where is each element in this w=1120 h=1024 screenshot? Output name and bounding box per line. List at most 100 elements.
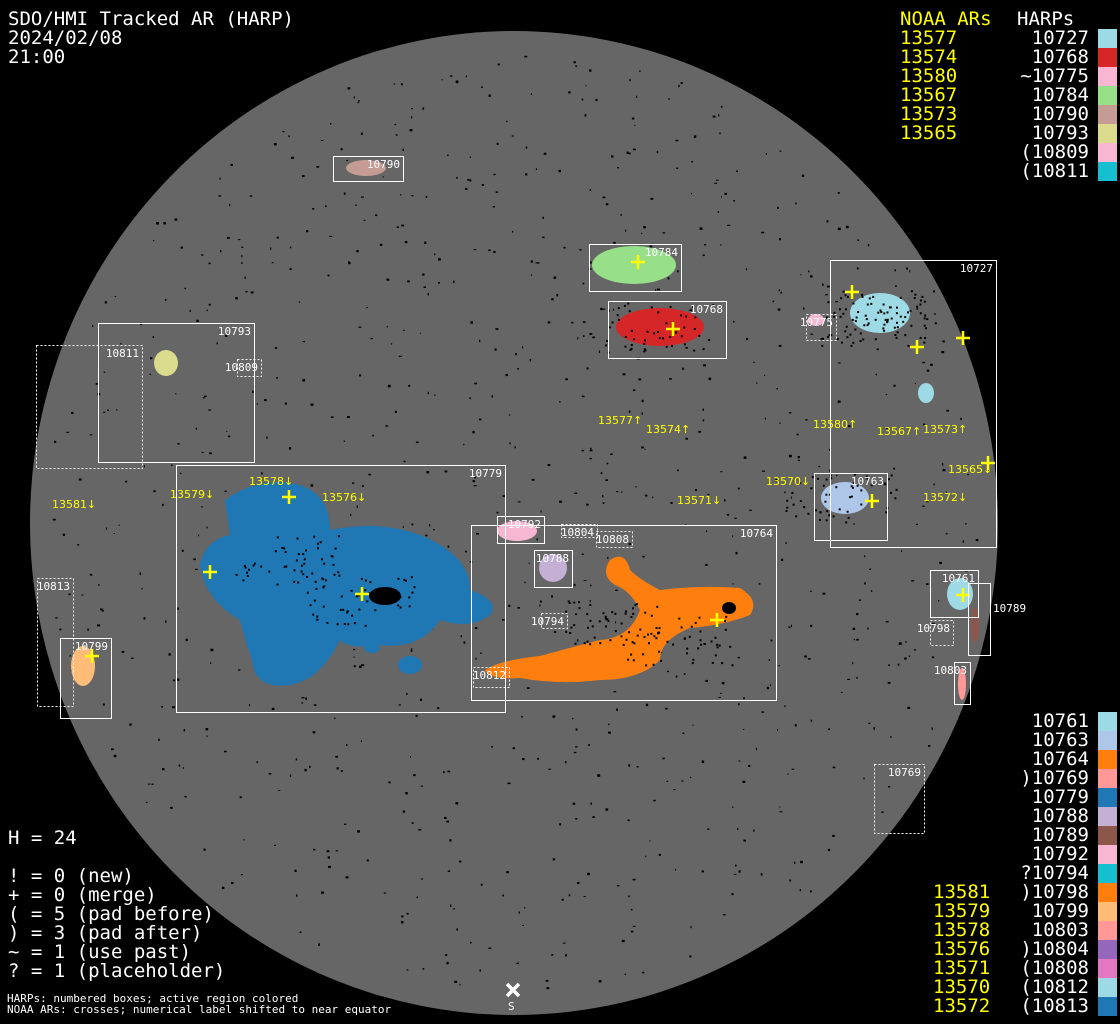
noaa-cross-icon [956, 588, 970, 602]
harp-number: (10809 [1020, 141, 1089, 163]
noaa-label: 13571↓ [677, 494, 721, 507]
active-region [918, 383, 934, 403]
harp-box [471, 525, 777, 701]
noaa-crosses [85, 255, 995, 663]
harp-number: ~10775 [1020, 65, 1089, 87]
harp-number: ?10794 [1020, 862, 1089, 884]
harp-box-label: 10784 [645, 246, 678, 259]
harp-number: 10803 [1031, 919, 1089, 941]
harp-color-swatch [1098, 978, 1117, 997]
noaa-header: NOAA ARs [900, 8, 992, 30]
harp-number: (10812 [1020, 976, 1089, 998]
noaa-cross-icon [282, 490, 296, 504]
noaa-ar-number: 13576 [933, 938, 991, 960]
harp-color-swatch [1098, 883, 1117, 902]
stat-line: ( = 5 (pad before) [8, 903, 214, 925]
harp-color-swatch [1098, 864, 1117, 883]
noaa-label: 13578↓ [249, 475, 293, 488]
harp-box [968, 583, 991, 656]
harp-color-swatch [1098, 769, 1117, 788]
harp-number: 10789 [1031, 824, 1089, 846]
harp-color-swatch [1098, 712, 1117, 731]
noaa-cross-icon [631, 255, 645, 269]
harp-number: )10804 [1020, 938, 1089, 960]
harp-boxes: 1079010784107681072710775107931081110809… [36, 156, 1026, 834]
harp-color-swatch [1098, 845, 1117, 864]
active-region [346, 160, 386, 176]
harp-color-swatch [1098, 67, 1117, 86]
noaa-cross-icon [710, 613, 724, 627]
harp-box [830, 260, 997, 548]
noaa-ar-number: 13581 [933, 881, 991, 903]
harp-box [37, 578, 74, 707]
noaa-ar-number: 13572 [933, 995, 991, 1017]
harp-box [874, 764, 925, 834]
active-region [971, 607, 979, 643]
harp-box [954, 662, 971, 705]
harp-color-swatch [1098, 997, 1117, 1016]
harp-box-label: 10768 [690, 303, 723, 316]
noaa-ar-number: 13571 [933, 957, 991, 979]
noaa-label: 13574↑ [646, 423, 690, 436]
footnote-noaa: NOAA ARs: crosses; numerical label shift… [7, 1003, 392, 1016]
harp-color-swatch [1098, 959, 1117, 978]
harp-number: 10788 [1031, 805, 1089, 827]
harp-box-label: 10764 [740, 527, 773, 540]
harp-box-label: 10804 [561, 526, 594, 539]
harp-number: (10813 [1020, 995, 1089, 1017]
harp-box [930, 570, 979, 618]
harp-box [497, 516, 545, 544]
noaa-cross-icon [956, 331, 970, 345]
harp-box-label: 10798 [917, 622, 950, 635]
h-count: H = 24 [8, 827, 77, 849]
noaa-cross-icon [910, 340, 924, 354]
harp-box-label: 10775 [800, 316, 833, 329]
active-region [398, 656, 422, 674]
harp-box [473, 667, 510, 688]
harp-color-swatch [1098, 124, 1117, 143]
harp-box-label: 10794 [531, 615, 564, 628]
active-region [808, 314, 824, 326]
harp-box [596, 531, 633, 548]
active-region [485, 556, 754, 683]
noaa-label: 13581↓ [52, 498, 96, 511]
noaa-ar-number: 13577 [900, 27, 958, 49]
page-title: SDO/HMI Tracked AR (HARP) [8, 8, 294, 30]
noaa-ar-number: 13578 [933, 919, 991, 941]
harp-color-swatch [1098, 29, 1117, 48]
harp-number: )10769 [1020, 767, 1089, 789]
noaa-cross-icon [845, 285, 859, 299]
noaa-ar-number: 13565 [900, 122, 958, 144]
noaa-ar-number: 13579 [933, 900, 991, 922]
harp-number: (10808 [1020, 957, 1089, 979]
harp-color-swatch [1098, 921, 1117, 940]
harp-box [814, 473, 888, 541]
stat-line: ? = 1 (placeholder) [8, 960, 226, 982]
active-region [821, 482, 869, 514]
harp-number: (10811 [1020, 160, 1089, 182]
harp-number: 10761 [1031, 710, 1089, 732]
harp-box-label: 10789 [993, 602, 1026, 615]
harp-box-label: 10790 [367, 158, 400, 171]
harp-box-label: 10763 [851, 475, 884, 488]
noaa-cross-icon [85, 649, 99, 663]
noaa-label: 13565↓ [948, 463, 992, 476]
harp-color-swatch [1098, 48, 1117, 67]
stat-line: ~ = 1 (use past) [8, 941, 192, 963]
noaa-label: 13577↑ [598, 414, 642, 427]
noaa-ar-number: 13580 [900, 65, 958, 87]
harp-color-swatch [1098, 788, 1117, 807]
harp-number: 10768 [1031, 46, 1089, 68]
harp-box [98, 323, 255, 463]
noaa-label: 13570↓ [766, 475, 810, 488]
date: 2024/02/08 [8, 27, 123, 49]
harp-number: 10763 [1031, 729, 1089, 751]
harp-number: 10784 [1031, 84, 1089, 106]
south-label: S [508, 1000, 515, 1013]
active-region [592, 246, 676, 284]
harp-box-label: 10808 [596, 533, 629, 546]
noaa-cross-icon [666, 322, 680, 336]
harp-box [541, 613, 568, 629]
harp-number: 10779 [1031, 786, 1089, 808]
